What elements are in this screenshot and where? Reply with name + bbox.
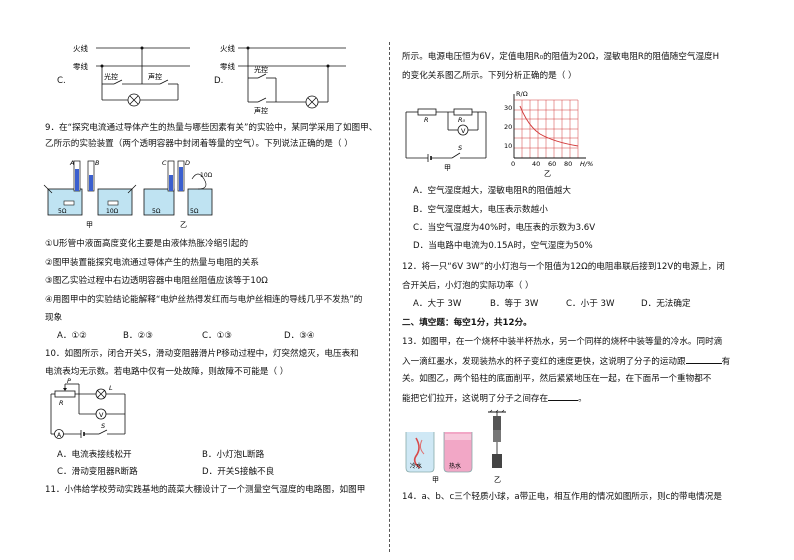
q13-line4-text: 能把它们拉开，这说明了分子之间存在	[402, 394, 549, 404]
q9-option-a[interactable]: A．①②	[57, 331, 87, 341]
option-d-label: D.	[214, 76, 224, 86]
q9-statement-1: ①U形管中液面高度变化主要是由液体热胀冷缩引起的	[45, 239, 249, 249]
svg-text:冷水: 冷水	[410, 462, 422, 470]
q9-statement-4: ④用图甲中的实验结论能解释“电炉丝热得发红而与电炉丝相连的导线几乎不发热”的	[45, 295, 363, 305]
q13-stem-line4: 能把它们拉开，这说明了分子之间存在 。	[402, 392, 587, 405]
light-control-label: 光控	[104, 72, 118, 81]
live-wire-label-d: 火线	[220, 43, 235, 53]
svg-text:乙: 乙	[180, 221, 187, 229]
q11-option-b[interactable]: B．空气湿度越大，电压表示数越小	[413, 205, 548, 215]
svg-text:30: 30	[504, 104, 512, 112]
q11-stem-line1: 11．小伟给学校劳动实践基地的蔬菜大棚设计了一个测量空气湿度的电路图，如图甲	[45, 485, 366, 495]
svg-text:A: A	[69, 159, 74, 167]
q14-stem-line1: 14．a、b、c三个轻质小球，a带正电，相互作用的情况如图所示，则c的带电情况是	[402, 492, 722, 502]
q11-circuit: R R₀ V S 甲	[405, 108, 487, 172]
neutral-wire-label-d: 零线	[220, 61, 235, 71]
q9-statement-2: ②图甲装置能探究电流通过导体产生的热量与电阻的关系	[45, 258, 259, 268]
svg-text:乙: 乙	[494, 476, 501, 484]
column-divider	[389, 42, 390, 552]
svg-text:热水: 热水	[449, 462, 461, 470]
q13-stem-line3: 关。如图乙，两个铅柱的底面削平，然后紧紧地压在一起，在下面吊一个重物都不	[402, 374, 712, 384]
q10-circuit: P R V L A S	[50, 377, 126, 439]
q11-stem-line3: 的变化关系图乙所示。下列分析正确的是（ ）	[402, 71, 577, 81]
svg-text:40: 40	[532, 160, 540, 168]
svg-text:S: S	[101, 422, 105, 430]
svg-text:60: 60	[548, 160, 556, 168]
q13-line2-text: 入一滴红墨水，发现装热水的杯子变红的速度更快，这说明了分子的运动跟	[402, 357, 686, 367]
svg-text:P: P	[67, 377, 71, 385]
q9-option-c[interactable]: C．①③	[202, 331, 233, 341]
svg-text:甲: 甲	[86, 221, 93, 229]
circuit-option-c: 火线 零线 光控 声控	[73, 43, 190, 107]
svg-text:A: A	[57, 432, 62, 439]
q9-stem-line1: 9．在“探究电流通过导体产生的热量与哪些因素有关”的实验中，某同学采用了如图甲、	[45, 123, 378, 133]
svg-text:H/%: H/%	[580, 160, 593, 168]
q13-blank-2[interactable]	[548, 392, 579, 401]
q11-option-d[interactable]: D．当电路中电流为0.15A时，空气湿度为50%	[413, 241, 593, 251]
svg-text:R/Ω: R/Ω	[516, 90, 528, 98]
q10-stem-line2: 电流表均无示数。若电路中仅有一处故障，则故障不可能是（ ）	[45, 367, 289, 377]
svg-text:V: V	[99, 411, 104, 419]
svg-text:L: L	[109, 384, 113, 392]
svg-text:10: 10	[504, 142, 512, 150]
svg-text:10Ω: 10Ω	[106, 208, 119, 215]
q13-stem-line2: 入一滴红墨水，发现装热水的杯子变红的速度更快，这说明了分子的运动跟 有	[402, 355, 730, 368]
live-wire-label: 火线	[73, 43, 88, 53]
q13-line2-tail: 有	[721, 357, 731, 367]
q9-stem-line2: 乙所示的实验装置（两个透明容器中封闭着等量的空气）。下列说法正确的是（ ）	[45, 139, 353, 149]
svg-text:V: V	[461, 127, 466, 135]
svg-text:5Ω: 5Ω	[58, 208, 67, 215]
light-control-label-d: 光控	[254, 65, 268, 74]
q11-option-a[interactable]: A．空气湿度越大，湿敏电阻R的阻值越大	[413, 186, 571, 196]
svg-text:10Ω: 10Ω	[200, 172, 213, 179]
neutral-wire-label: 零线	[73, 61, 88, 71]
svg-text:0: 0	[511, 160, 515, 168]
q10-option-b[interactable]: B．小灯泡L断路	[202, 450, 265, 460]
sound-control-label: 声控	[148, 72, 162, 81]
svg-text:S: S	[458, 144, 462, 152]
svg-text:乙: 乙	[544, 170, 551, 178]
svg-text:20: 20	[504, 123, 512, 131]
q13-stem-line1: 13．如图甲，在一个烧杯中装半杯热水，另一个同样的烧杯中装等量的冷水。同时滴	[402, 337, 723, 347]
q10-option-d[interactable]: D．开关S接触不良	[202, 467, 275, 477]
svg-text:甲: 甲	[432, 476, 439, 484]
q12-option-a[interactable]: A．大于 3W	[413, 299, 462, 309]
q12-stem-line1: 12．将一只“6V 3W”的小灯泡与一个阻值为12Ω的电阻串联后接到12V的电源…	[402, 262, 725, 272]
q11-stem-line2: 所示。电源电压恒为6V，定值电阻R₀的阻值为20Ω，湿敏电阻R的阻值随空气湿度H	[402, 52, 720, 62]
q12-option-d[interactable]: D．无法确定	[641, 299, 691, 309]
q9-option-d[interactable]: D．③④	[284, 331, 315, 341]
sound-control-label-d: 声控	[254, 106, 268, 115]
q13-blank-1[interactable]	[685, 355, 722, 364]
svg-text:D: D	[185, 159, 190, 167]
option-c-label: C.	[57, 76, 66, 86]
svg-text:甲: 甲	[444, 164, 451, 172]
svg-text:C: C	[162, 159, 167, 167]
section-fill-in-title: 二、填空题：每空1分，共12分。	[402, 318, 532, 328]
q12-stem-line2: 合开关后，小灯泡的实际功率（ ）	[402, 281, 534, 291]
svg-text:R₀: R₀	[458, 116, 466, 124]
q10-option-c[interactable]: C．滑动变阻器R断路	[57, 467, 138, 477]
q10-option-a[interactable]: A．电流表接线松开	[57, 450, 132, 460]
q13-line4-tail: 。	[578, 394, 587, 404]
q11-humidity-graph: R/Ω 30 20 10 0 40 60 80 H/% 乙	[504, 90, 593, 178]
svg-text:B: B	[95, 159, 100, 167]
q10-stem-line1: 10．如图所示，闭合开关S，滑动变阻器滑片P移动过程中，灯突然熄灭，电压表和	[45, 349, 359, 359]
q9-statement-4-cont: 现象	[45, 313, 63, 323]
q9-figure: A B 5Ω 10Ω 甲 C D 5Ω 5Ω 10Ω 乙	[43, 159, 213, 229]
q12-option-b[interactable]: B．等于 3W	[490, 299, 539, 309]
svg-text:R: R	[424, 116, 429, 124]
q9-statement-3: ③图乙实验过程中右边透明容器中电阻丝阻值应该等于10Ω	[45, 276, 268, 286]
q9-option-b[interactable]: B．②③	[123, 331, 153, 341]
q13-figure: 冷水 热水 甲 乙	[405, 409, 506, 484]
q12-option-c[interactable]: C．小于 3W	[566, 299, 615, 309]
svg-text:5Ω: 5Ω	[190, 208, 199, 215]
circuit-option-d: 火线 零线 光控 声控	[220, 43, 346, 115]
q11-option-c[interactable]: C．当空气湿度为40%时，电压表的示数为3.6V	[413, 223, 596, 233]
svg-text:5Ω: 5Ω	[152, 208, 161, 215]
svg-text:R: R	[59, 399, 64, 407]
svg-text:80: 80	[564, 160, 572, 168]
